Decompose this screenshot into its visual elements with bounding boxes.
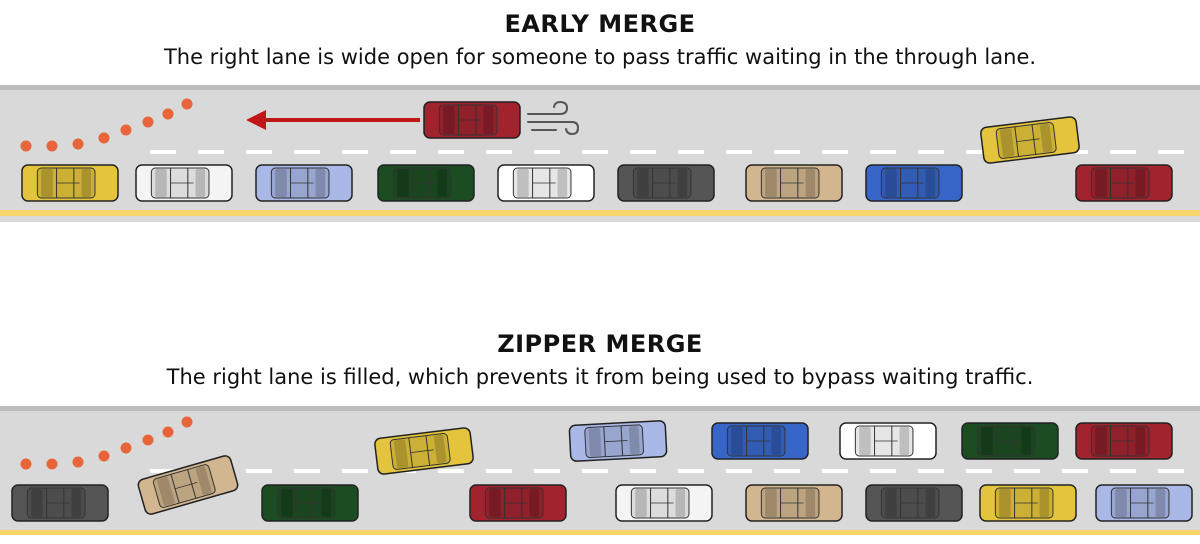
top-lane-car [839,422,937,460]
lane-dash [438,469,464,473]
lane-dash [918,469,944,473]
lane-dash [246,150,272,154]
lane-dash [342,150,368,154]
center-dashes [150,150,1184,154]
lane-dash [726,150,752,154]
merging-car [980,116,1080,164]
lane-dash [1062,469,1088,473]
lane-dash [198,150,224,154]
lane-dash [1158,150,1184,154]
waiting-car [255,164,353,202]
bottom-lane-car [865,484,963,522]
waiting-car [745,164,843,202]
waiting-car [21,164,119,202]
zipper-merge-road [0,406,1200,535]
waiting-car [497,164,595,202]
early-merge-road [0,85,1200,222]
lane-dash [246,469,272,473]
waiting-car [135,164,233,202]
lane-dash [630,469,656,473]
lane-dash [918,150,944,154]
lane-dash [678,469,704,473]
taper-dot [181,98,193,110]
car-layer [21,101,1173,202]
taper-dot [98,132,110,144]
lane-dash [870,469,896,473]
lane-dash [870,150,896,154]
top-lane-car [568,420,668,462]
taper-dots [20,416,193,470]
zipper-merge-subtitle: The right lane is filled, which prevents… [166,365,1034,389]
lane-dash [822,150,848,154]
taper-dot [181,416,193,428]
early-merge-title: EARLY MERGE [504,10,696,38]
taper-dot [20,458,32,470]
taper-dot [20,140,32,152]
bottom-lane-car [1095,484,1193,522]
bottom-lane-car [11,484,109,522]
lane-dash [774,150,800,154]
early-merge-subtitle: The right lane is wide open for someone … [163,45,1037,69]
waiting-car [1075,164,1173,202]
top-lane-car [711,422,809,460]
lane-dash [582,150,608,154]
wind-icon [527,100,580,136]
taper-dot [120,124,132,136]
lane-dash [1014,469,1040,473]
lane-dash [726,469,752,473]
taper-dot [98,450,110,462]
lane-dash [294,469,320,473]
lane-dash [486,150,512,154]
lane-dash [342,469,368,473]
lane-dash [582,469,608,473]
waiting-car [617,164,715,202]
taper-dot [162,108,174,120]
lane-dash [534,150,560,154]
lane-dash [678,150,704,154]
taper-dot [120,442,132,454]
lane-dash [630,150,656,154]
merging-car [137,455,239,515]
taper-dot [72,456,84,468]
top-lane-car [1075,422,1173,460]
taper-dot [72,138,84,150]
merging-car [374,427,474,475]
waiting-car [865,164,963,202]
yellow-edge-line [0,210,1200,216]
bottom-lane-car [261,484,359,522]
lane-dash [966,150,992,154]
bottom-lane-car [979,484,1077,522]
lane-dash [534,469,560,473]
lane-dash [966,469,992,473]
taper-dot [46,140,58,152]
lane-dash [294,150,320,154]
bottom-lane-car [615,484,713,522]
bottom-lane-car [745,484,843,522]
car-layer [11,420,1193,522]
lane-dash [486,469,512,473]
lane-dash [390,150,416,154]
taper-dot [142,434,154,446]
road-top-edge [0,85,1200,90]
lane-dash [774,469,800,473]
lane-dash [150,469,176,473]
left-arrow-icon [246,110,420,130]
yellow-edge-line [0,530,1200,535]
lane-dash [1158,469,1184,473]
taper-dots [20,98,193,152]
zipper-merge-title: ZIPPER MERGE [497,330,703,358]
lane-dash [150,150,176,154]
bottom-lane-car [469,484,567,522]
lane-dash [822,469,848,473]
taper-dot [162,426,174,438]
lane-dash [1110,469,1136,473]
taper-dot [46,458,58,470]
passing-car [423,101,521,139]
lane-dash [1110,150,1136,154]
taper-dot [142,116,154,128]
lane-dash [438,150,464,154]
road-top-edge [0,406,1200,411]
waiting-car [377,164,475,202]
top-lane-car [961,422,1059,460]
